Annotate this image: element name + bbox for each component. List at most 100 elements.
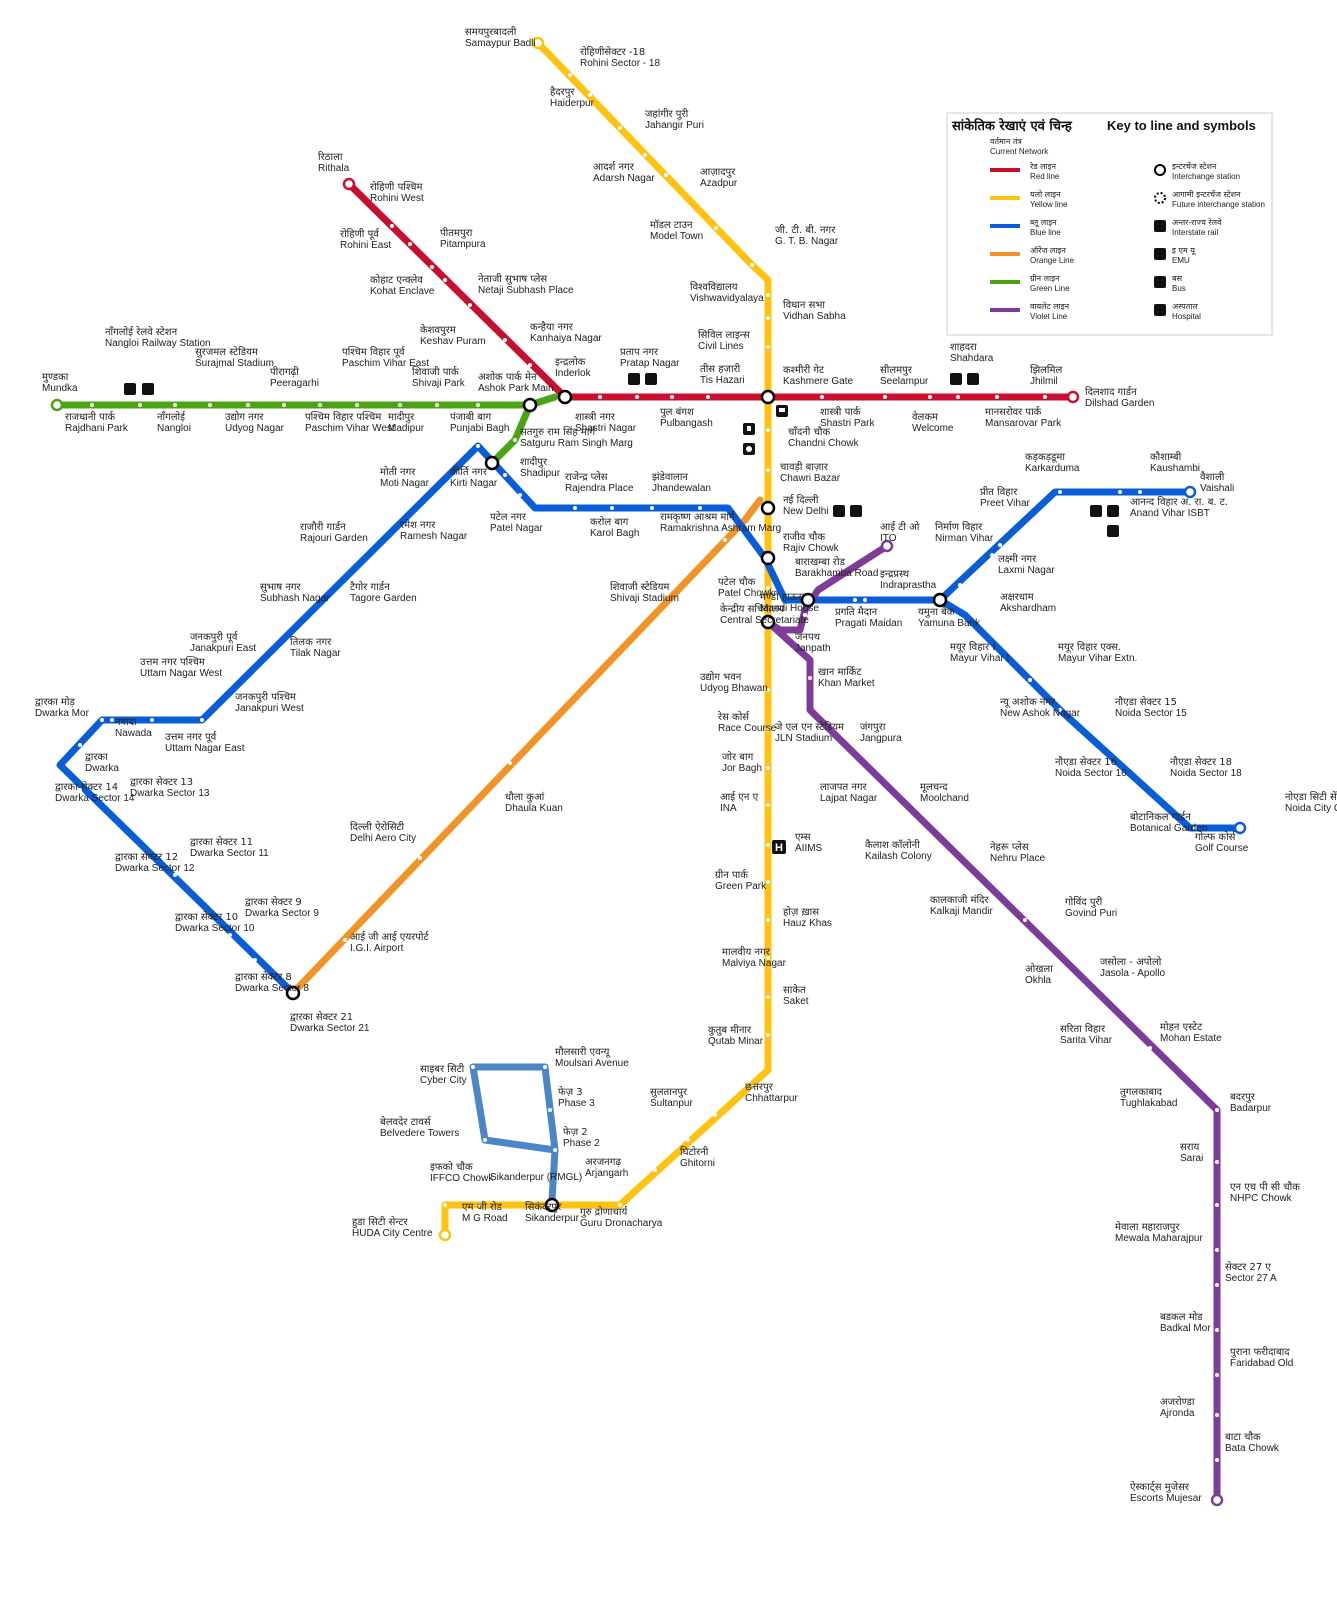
shahdara-rail-icon <box>950 373 979 385</box>
label-en-janpath: Janpath <box>795 643 831 654</box>
svg-text:H: H <box>775 842 783 854</box>
stop-vishwavidyalaya <box>766 293 770 297</box>
label-en-green-park: Green Park <box>715 881 767 892</box>
label-hi-dwarka-sector-12: द्वारका सेक्टर 12 <box>115 851 178 863</box>
label-hi-govind-puri: गोविंद पुरी <box>1065 896 1103 908</box>
label-en-new-ashok-nagar: New Ashok Nagar <box>1000 708 1081 719</box>
stop-laxmi-nagar <box>990 553 994 557</box>
label-en-barakhamba-road: Barakhamba Road <box>795 568 878 579</box>
stop-patel-chowk <box>766 586 770 590</box>
label-hi-dwarka: द्वारका <box>85 752 108 763</box>
stop-iffco-chowk <box>443 1203 447 1207</box>
stop-rohini-west <box>390 224 394 228</box>
label-en-preet-vihar: Preet Vihar <box>980 498 1031 509</box>
label-en-phase-2: Phase 2 <box>563 1138 600 1149</box>
stop-rohini-east <box>408 242 412 246</box>
label-hi-central-secretariate: केन्द्रीय सचिवालय <box>720 603 784 615</box>
label-hi-dwarka-sector-21: द्वारका सेक्टर 21 <box>290 1011 353 1023</box>
stop-pitampura <box>430 265 434 269</box>
label-hi-shadipur: शादीपुर <box>520 456 548 468</box>
label-en-noida-city-centre: Noida City Centre <box>1285 803 1337 814</box>
label-hi-vaishali: वैशाली <box>1200 471 1225 483</box>
label-hi-noida-sector-18: नौएडा सेक्टर 18 <box>1170 756 1232 768</box>
label-en-pragati-maidan: Pragati Maidan <box>835 618 902 629</box>
stop-botanical-garden <box>1148 826 1152 830</box>
label-hi-dhaula-kuan: धौला कुआं <box>505 791 545 803</box>
label-hi-karkarduma: कड़कड़डूमा <box>1025 452 1065 463</box>
label-en-vidhan-sabha: Vidhan Sabha <box>783 311 846 322</box>
stop-adarsh-nagar <box>643 153 647 157</box>
legend-symbol-hi-0: इन्टरचेंज स्टेशन <box>1172 161 1217 171</box>
label-en-uttam-nagar-west: Uttam Nagar West <box>140 668 222 679</box>
stop-green-park <box>766 880 770 884</box>
label-hi-noida-sector-16: नौएडा सेक्टर 16 <box>1055 756 1117 768</box>
stop-aiims <box>766 843 770 847</box>
interchange-yamuna-bank <box>932 592 948 608</box>
label-en-pulbangash: Pulbangash <box>660 418 713 429</box>
label-en-pitampura: Pitampura <box>440 239 486 250</box>
label-hi-rithala: रिठाला <box>318 151 343 163</box>
label-en-janakpuri-west: Janakpuri West <box>235 703 304 714</box>
stop-mewala-maharajpur <box>1215 1248 1219 1252</box>
label-hi-netaji-subhash-place: नेताजी सुभाष प्लेस <box>478 273 547 285</box>
label-en-patel-chowk: Patel Chowk <box>718 588 775 599</box>
legend-symbol-en-0: Interchange station <box>1172 172 1240 181</box>
label-hi-ashok-park-main: अशोक पार्क मेन <box>478 371 537 383</box>
stop-sultanpur <box>713 1113 717 1117</box>
label-hi-surajmal-stadium: सुरजमल स्टेडियम <box>195 346 259 358</box>
terminal-escorts-mujesar <box>1210 1493 1224 1507</box>
hospital-icon <box>1154 304 1166 316</box>
stop-okhla <box>1043 973 1047 977</box>
label-hi-cyber-city: साइबर सिटी <box>420 1063 465 1075</box>
aiims-hospital-icon: H <box>772 840 786 854</box>
label-hi-nangloi-railway-station: नाँगलोई रेलवे स्टेशन <box>105 326 178 338</box>
label-hi-subhash-nagar: सुभाष नगर <box>260 582 302 593</box>
legend-title-en: Key to line and symbols <box>1107 118 1256 133</box>
label-hi-akshardham: अक्षरधाम <box>1000 592 1035 603</box>
rail-icon <box>1154 220 1166 232</box>
label-hi-green-park: ग्रीन पार्क <box>715 869 748 881</box>
stop-hauz-khas <box>766 918 770 922</box>
label-en-tilak-nagar: Tilak Nagar <box>290 648 341 659</box>
stop-qutab-minar <box>766 1033 770 1037</box>
stop-ramakrishna-ashram-marg <box>698 506 702 510</box>
stop-patel-nagar <box>518 493 522 497</box>
label-en-ramakrishna-ashram-marg: Ramakrishna Ashram Marg <box>660 523 781 534</box>
legend-line-en-3: Orange Line <box>1030 256 1075 265</box>
violet-line <box>764 542 1221 1504</box>
stop-malviya-nagar <box>766 956 770 960</box>
stop-keshav-puram <box>503 338 507 342</box>
label-hi-ramesh-nagar: रमेश नगर <box>400 519 436 531</box>
stop-ajronda <box>1215 1413 1219 1417</box>
legend: सांकेतिक रेखाएं एवं चिन्ह Key to line an… <box>946 112 1273 336</box>
interchange-kashmere-gate <box>760 389 776 405</box>
label-en-rajouri-garden: Rajouri Garden <box>300 533 368 544</box>
stop-nirman-vihar <box>958 583 962 587</box>
label-en-netaji-subhash-place: Netaji Subhash Place <box>478 285 574 296</box>
stop-jhilmil <box>1043 395 1047 399</box>
label-hi-azadpur: आज़ादपुर <box>700 167 736 178</box>
label-hi-patel-nagar: पटेल नगर <box>490 511 527 523</box>
legend-line-en-0: Red line <box>1030 172 1060 181</box>
label-en-guru-dronacharya: Guru Dronacharya <box>580 1218 663 1229</box>
interchange-mandi-house <box>800 592 816 608</box>
label-en-belvedere-towers: Belvedere Towers <box>380 1128 459 1139</box>
label-hi-ina: आई एन ए <box>720 791 759 803</box>
label-en-dwarka-sector-12: Dwarka Sector 12 <box>115 863 195 874</box>
label-en-mayur-vihar-i: Mayur Vihar I <box>950 653 1009 664</box>
label-hi-rohini-west: रोहिणी पश्चिम <box>370 181 423 193</box>
stop-badarpur <box>1215 1108 1219 1112</box>
terminal-dilshad-garden <box>1066 390 1080 404</box>
stop-i-g-i-airport <box>343 938 347 942</box>
legend-line-en-1: Yellow line <box>1030 200 1068 209</box>
label-en-dwarka-sector-8: Dwarka Sector 8 <box>235 983 309 994</box>
label-en-ina: INA <box>720 803 737 814</box>
label-hi-huda-city-centre: हुडा सिटी सेन्टर <box>352 1216 409 1229</box>
label-hi-jahangir-puri: जहांगीर पुरी <box>645 108 689 120</box>
label-en-escorts-mujesar: Escorts Mujesar <box>1130 1493 1202 1504</box>
legend-symbol-hi-5: अस्पताल <box>1172 302 1198 311</box>
label-hi-chandni-chowk: चाँदनी चौक <box>788 426 831 438</box>
stop-jln-stadium <box>808 736 812 740</box>
label-hi-kirti-nagar: कीर्ति नगर <box>450 466 488 478</box>
label-hi-ramakrishna-ashram-marg: रामकृष्ण आश्रम मार्ग <box>660 511 736 523</box>
